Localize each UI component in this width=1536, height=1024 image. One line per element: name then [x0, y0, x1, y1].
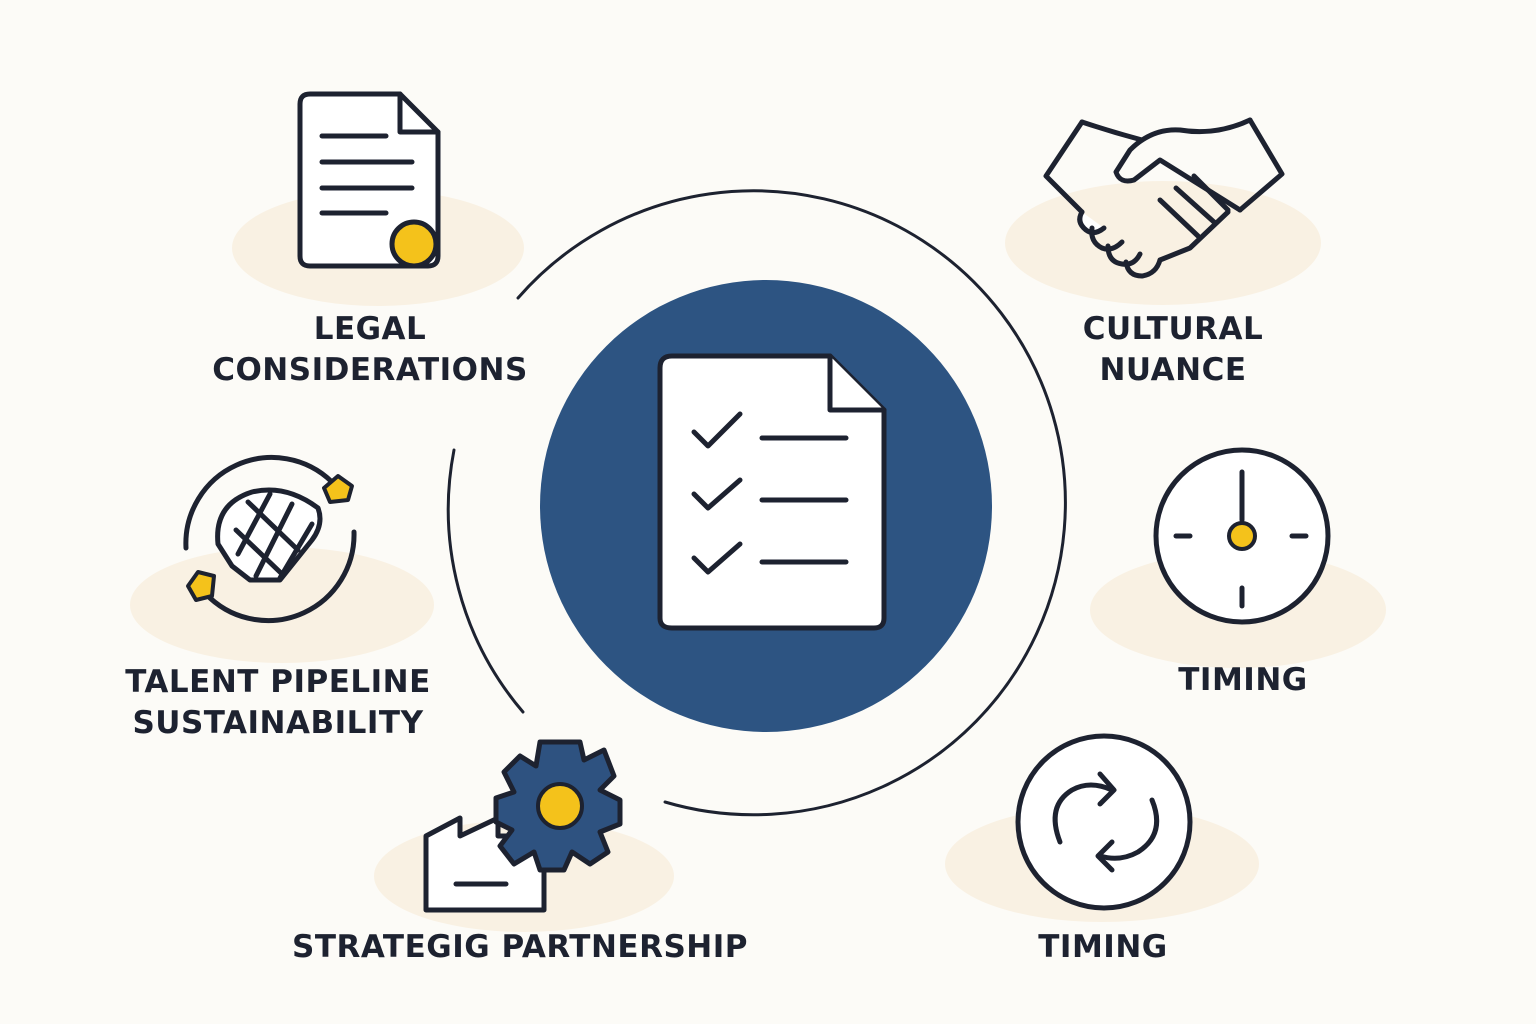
label-strategic-partnership: STRATEGIG PARTNERSHIP [292, 929, 748, 965]
label-timing-cycle: TIMING [1038, 929, 1168, 965]
document-seal-icon [297, 91, 441, 269]
label-legal-considerations: LEGAL CONSIDERATIONS [212, 311, 528, 388]
ring-arc-top-right [516, 189, 1067, 817]
central-ring [446, 189, 1067, 817]
handshake-icon [1043, 117, 1285, 279]
factory-gear-icon [423, 739, 623, 913]
label-cultural-nuance: CULTURAL NUANCE [1082, 311, 1264, 388]
cycle-globe-icon [183, 455, 357, 623]
refresh-cycle-icon [1015, 733, 1193, 911]
label-timing-clock: TIMING [1178, 662, 1308, 698]
center-node [540, 280, 992, 732]
clock-icon [1153, 447, 1331, 625]
checklist-document-icon [657, 353, 887, 631]
ring-arc-left [446, 448, 525, 714]
label-talent-pipeline-sustainability: TALENT PIPELINE SUSTAINABILITY [125, 664, 431, 741]
